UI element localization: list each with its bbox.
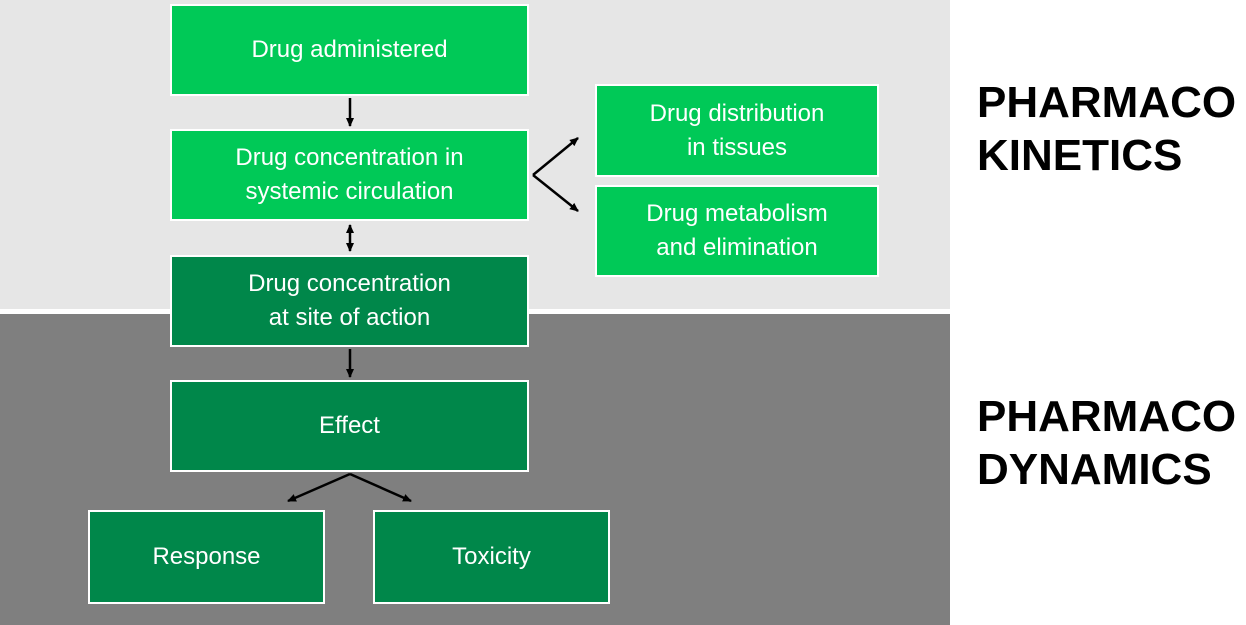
drug-administered-box: Drug administered xyxy=(170,4,529,96)
distribution-box: Drug distribution in tissues xyxy=(595,84,879,177)
response-box: Response xyxy=(88,510,325,604)
pharmacodynamics-label: PHARMACO DYNAMICS xyxy=(977,392,1237,494)
toxicity-box: Toxicity xyxy=(373,510,610,604)
pharmacokinetics-label: PHARMACO KINETICS xyxy=(977,78,1237,180)
systemic-circulation-box: Drug concentration in systemic circulati… xyxy=(170,129,529,221)
metabolism-box: Drug metabolism and elimination xyxy=(595,185,879,277)
site-of-action-box: Drug concentration at site of action xyxy=(170,255,529,347)
effect-box: Effect xyxy=(170,380,529,472)
